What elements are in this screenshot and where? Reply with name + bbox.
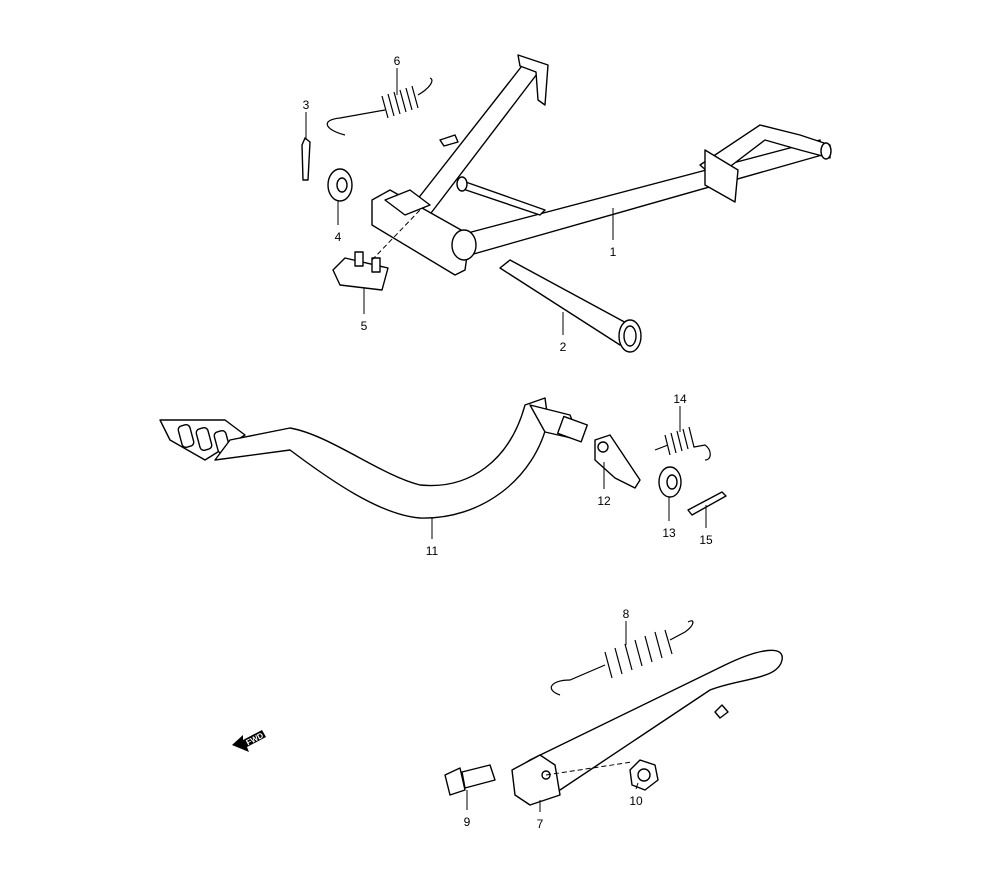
side-stand-part [511, 649, 783, 806]
callout-8: 8 [623, 607, 630, 621]
washer-part [327, 168, 353, 202]
pedal-cotter-pin-part [687, 491, 727, 516]
callout-6: 6 [394, 54, 401, 68]
pedal-spring-part [654, 426, 711, 461]
callout-4: 4 [335, 230, 342, 244]
stopper-part [332, 209, 421, 291]
callout-3: 3 [303, 98, 310, 112]
callout-13: 13 [662, 526, 676, 540]
callout-12: 12 [597, 494, 611, 508]
callout-5: 5 [361, 319, 368, 333]
callout-14: 14 [673, 392, 687, 406]
fwd-arrow-icon: FWD [232, 730, 266, 752]
callout-11: 11 [426, 544, 439, 558]
callout-2: 2 [560, 340, 567, 354]
callout-7: 7 [537, 817, 544, 831]
bolt-part [444, 764, 496, 796]
spring-part [326, 77, 433, 136]
nut-part [629, 759, 659, 791]
cotter-pin-part [301, 137, 311, 181]
stand-pin-part [499, 259, 642, 353]
callout-15: 15 [699, 533, 713, 547]
brake-pedal-part [159, 397, 588, 519]
callout-9: 9 [464, 815, 471, 829]
brake-lever-part [594, 434, 641, 489]
side-stand-spring-part [550, 620, 694, 696]
pedal-washer-part [658, 466, 682, 498]
callout-10: 10 [629, 794, 643, 808]
leader-lines [305, 68, 707, 812]
callout-1: 1 [610, 245, 617, 259]
center-stand-part [371, 54, 832, 276]
